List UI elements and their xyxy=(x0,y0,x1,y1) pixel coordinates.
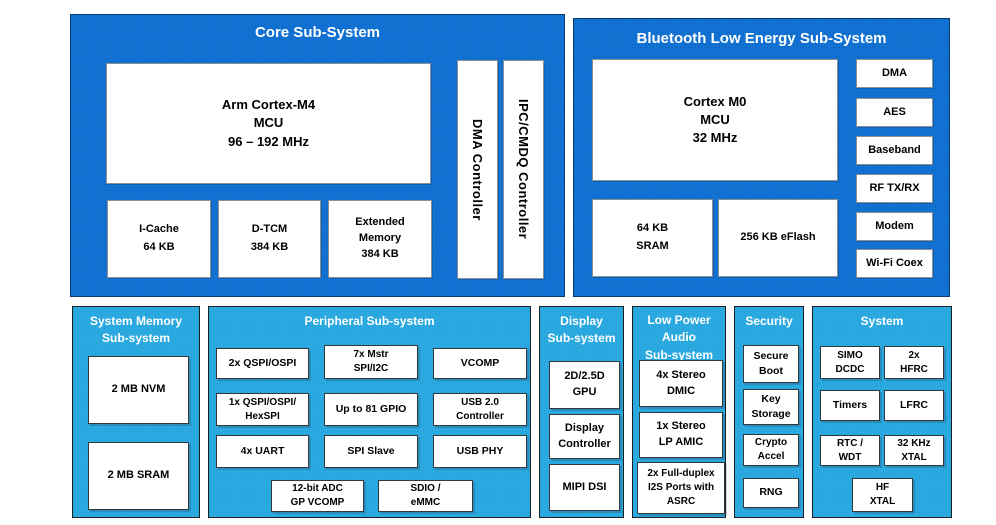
block-timers: Timers xyxy=(820,390,880,421)
block-2mb-nvm: 2 MB NVM xyxy=(88,356,189,424)
peripheral-title: Peripheral Sub-system xyxy=(304,314,435,328)
block-vcomp: VCOMP xyxy=(433,348,527,379)
sram-label: 2 MB SRAM xyxy=(107,469,170,482)
block-4x-uart: 4x UART xyxy=(216,435,309,468)
block-spi-slave: SPI Slave xyxy=(324,435,418,468)
block-lfrc: LFRC xyxy=(884,390,944,421)
block-aes: AES xyxy=(856,98,933,127)
nvm-label: 2 MB NVM xyxy=(111,383,166,396)
system-title: System xyxy=(860,314,904,328)
block-1x-qspi-ospi-hexspi: 1x QSPI/OSPI/HexSPI xyxy=(216,393,309,426)
section-ble-subsystem: Bluetooth Low Energy Sub-System Cortex M… xyxy=(573,18,950,297)
section-peripheral: Peripheral Sub-system 2x QSPI/OSPI 7x Ms… xyxy=(208,306,531,518)
block-up-to-81-gpio: Up to 81 GPIO xyxy=(324,393,418,426)
dma-controller-label: DMA Controller xyxy=(470,118,485,221)
block-rtc-wdt: RTC /WDT xyxy=(820,435,880,466)
ble-subsystem-title: Bluetooth Low Energy Sub-System xyxy=(636,30,887,47)
block-rf-tx-rx: RF TX/RX xyxy=(856,174,933,203)
block-sdio-emmc: SDIO /eMMC xyxy=(378,480,473,512)
ipc-cmdq-controller-label: IPC/CMDQ Controller xyxy=(516,99,531,240)
block-usb-phy: USB PHY xyxy=(433,435,527,468)
block-256kb-eflash: 256 KB eFlash xyxy=(718,199,838,277)
core-subsystem-title: Core Sub-System xyxy=(254,24,381,41)
block-dma-controller: DMA Controller xyxy=(457,60,498,279)
block-modem: Modem xyxy=(856,212,933,241)
block-baseband: Baseband xyxy=(856,136,933,165)
block-2x-qspi-ospi: 2x QSPI/OSPI xyxy=(216,348,309,379)
eflash-label: 256 KB eFlash xyxy=(740,231,816,244)
block-rng: RNG xyxy=(743,478,799,508)
block-2mb-sram: 2 MB SRAM xyxy=(88,442,189,510)
security-title: Security xyxy=(745,314,793,328)
block-mipi-dsi: MIPI DSI xyxy=(549,464,620,511)
block-wifi-coex: Wi-Fi Coex xyxy=(856,249,933,278)
block-ipc-cmdq-controller: IPC/CMDQ Controller xyxy=(503,60,544,279)
block-dma: DMA xyxy=(856,59,933,88)
